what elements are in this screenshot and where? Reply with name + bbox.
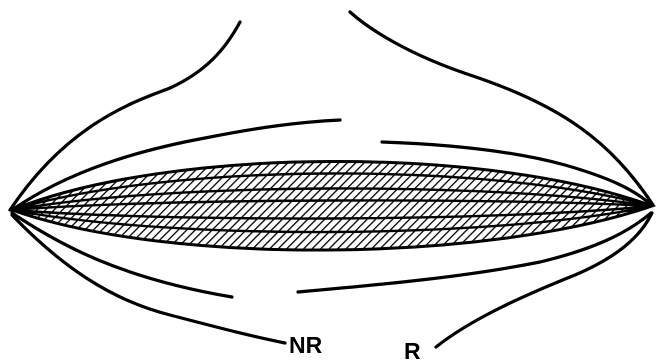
label-nr: NR: [289, 332, 323, 358]
label-r: R: [404, 338, 421, 361]
